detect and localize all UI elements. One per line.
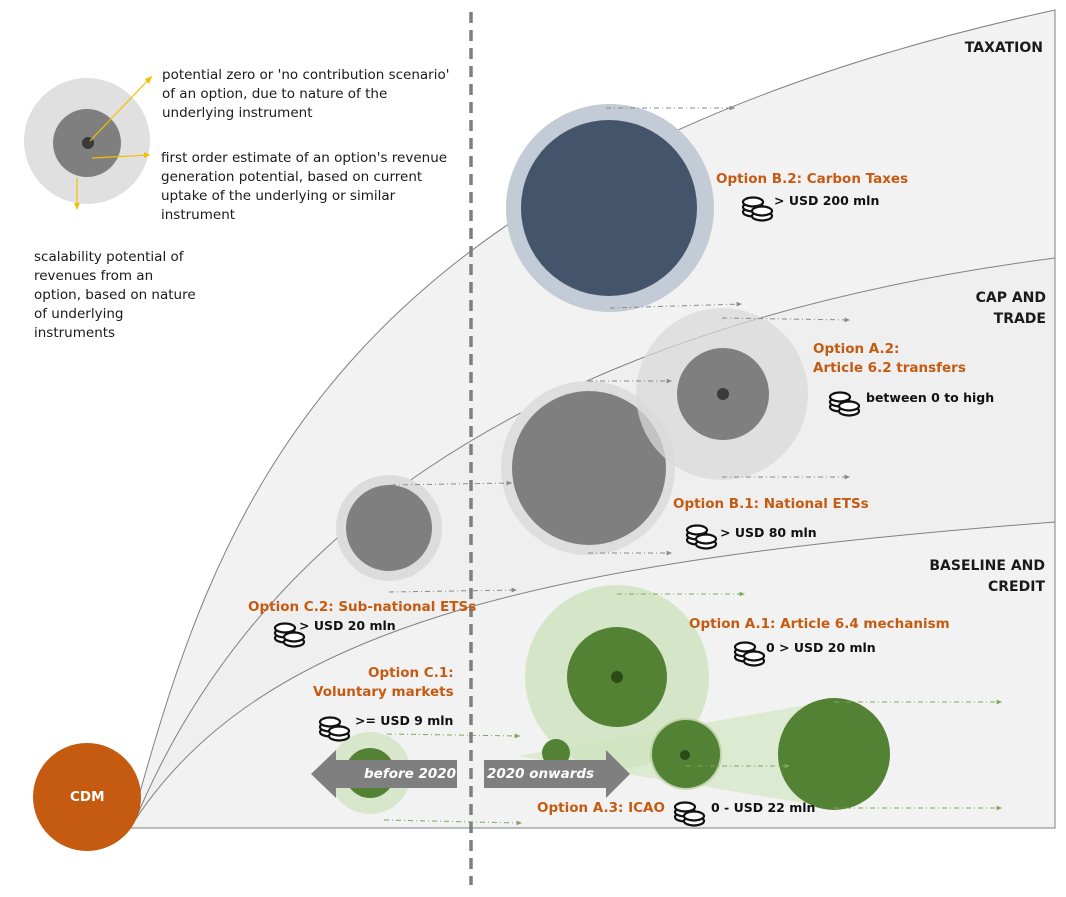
icao-coin-icon xyxy=(673,801,706,827)
icao-value: 0 - USD 22 mln xyxy=(711,800,816,815)
legend-scalability-text: scalability potential of revenues from a… xyxy=(34,249,196,341)
carbon-taxes-inner-circle xyxy=(521,120,697,296)
article-64-coin-icon xyxy=(733,641,766,667)
article-62-coin-icon xyxy=(828,391,861,417)
legend-zero-scenario-text: potential zero or 'no contribution scena… xyxy=(162,67,450,121)
icao-large-circle xyxy=(778,698,890,810)
carbon-taxes-title: Option B.2: Carbon Taxes xyxy=(716,171,909,187)
subnational-ets-value: > USD 20 mln xyxy=(299,618,396,633)
national-ets-title: Option B.1: National ETSs xyxy=(673,496,869,512)
subnational-ets-arrow-top xyxy=(390,480,513,486)
before-2020-label: before 2020 xyxy=(364,766,457,782)
legend-pointer-zero xyxy=(89,75,153,142)
voluntary-arrow-top xyxy=(386,733,521,739)
cdm-origin-circle xyxy=(33,743,141,851)
subnational-ets-inner-circle xyxy=(346,485,432,571)
icao-zero-dot xyxy=(680,750,690,760)
onwards-2020-label: 2020 onwards xyxy=(487,766,595,782)
icao-title: Option A.3: ICAO xyxy=(537,800,665,816)
before-2020-arrow xyxy=(311,750,457,798)
national-ets-inner-circle xyxy=(512,391,666,545)
article-62-zero-dot xyxy=(717,388,729,400)
cdm-label: CDM xyxy=(70,789,105,805)
voluntary-title: Option C.1: Voluntary markets xyxy=(312,665,454,700)
carbon-taxes-arrow-bottom xyxy=(609,301,743,309)
article-62-value: between 0 to high xyxy=(866,390,995,405)
article-64-title: Option A.1: Article 6.4 mechanism xyxy=(689,616,950,632)
article-62-title: Option A.2: Article 6.2 transfers xyxy=(813,341,966,376)
carbon-taxes-value: > USD 200 mln xyxy=(774,193,880,208)
article-62-arrow-top xyxy=(721,317,851,323)
legend-first-order-text: first order estimate of an option's reve… xyxy=(161,150,448,223)
legend-pointer-first-order xyxy=(91,154,151,159)
onwards-2020-arrow xyxy=(484,750,630,798)
cap-and-trade-band-label: CAP AND TRADE xyxy=(975,290,1046,327)
baseline-and-credit-band-label: BASELINE AND CREDIT xyxy=(929,558,1045,595)
subnational-ets-title: Option C.2: Sub-national ETSs xyxy=(248,599,477,615)
voluntary-value: >= USD 9 mln xyxy=(355,713,454,728)
voluntary-coin-icon xyxy=(318,716,351,742)
national-ets-value: > USD 80 mln xyxy=(720,525,817,540)
article-64-zero-dot xyxy=(611,671,623,683)
carbon-taxes-coin-icon xyxy=(741,196,774,222)
national-ets-coin-icon xyxy=(685,524,718,550)
taxation-band-label: TAXATION xyxy=(964,40,1043,56)
article-64-value: 0 > USD 20 mln xyxy=(766,640,876,655)
subnational-ets-arrow-bottom xyxy=(388,587,518,593)
